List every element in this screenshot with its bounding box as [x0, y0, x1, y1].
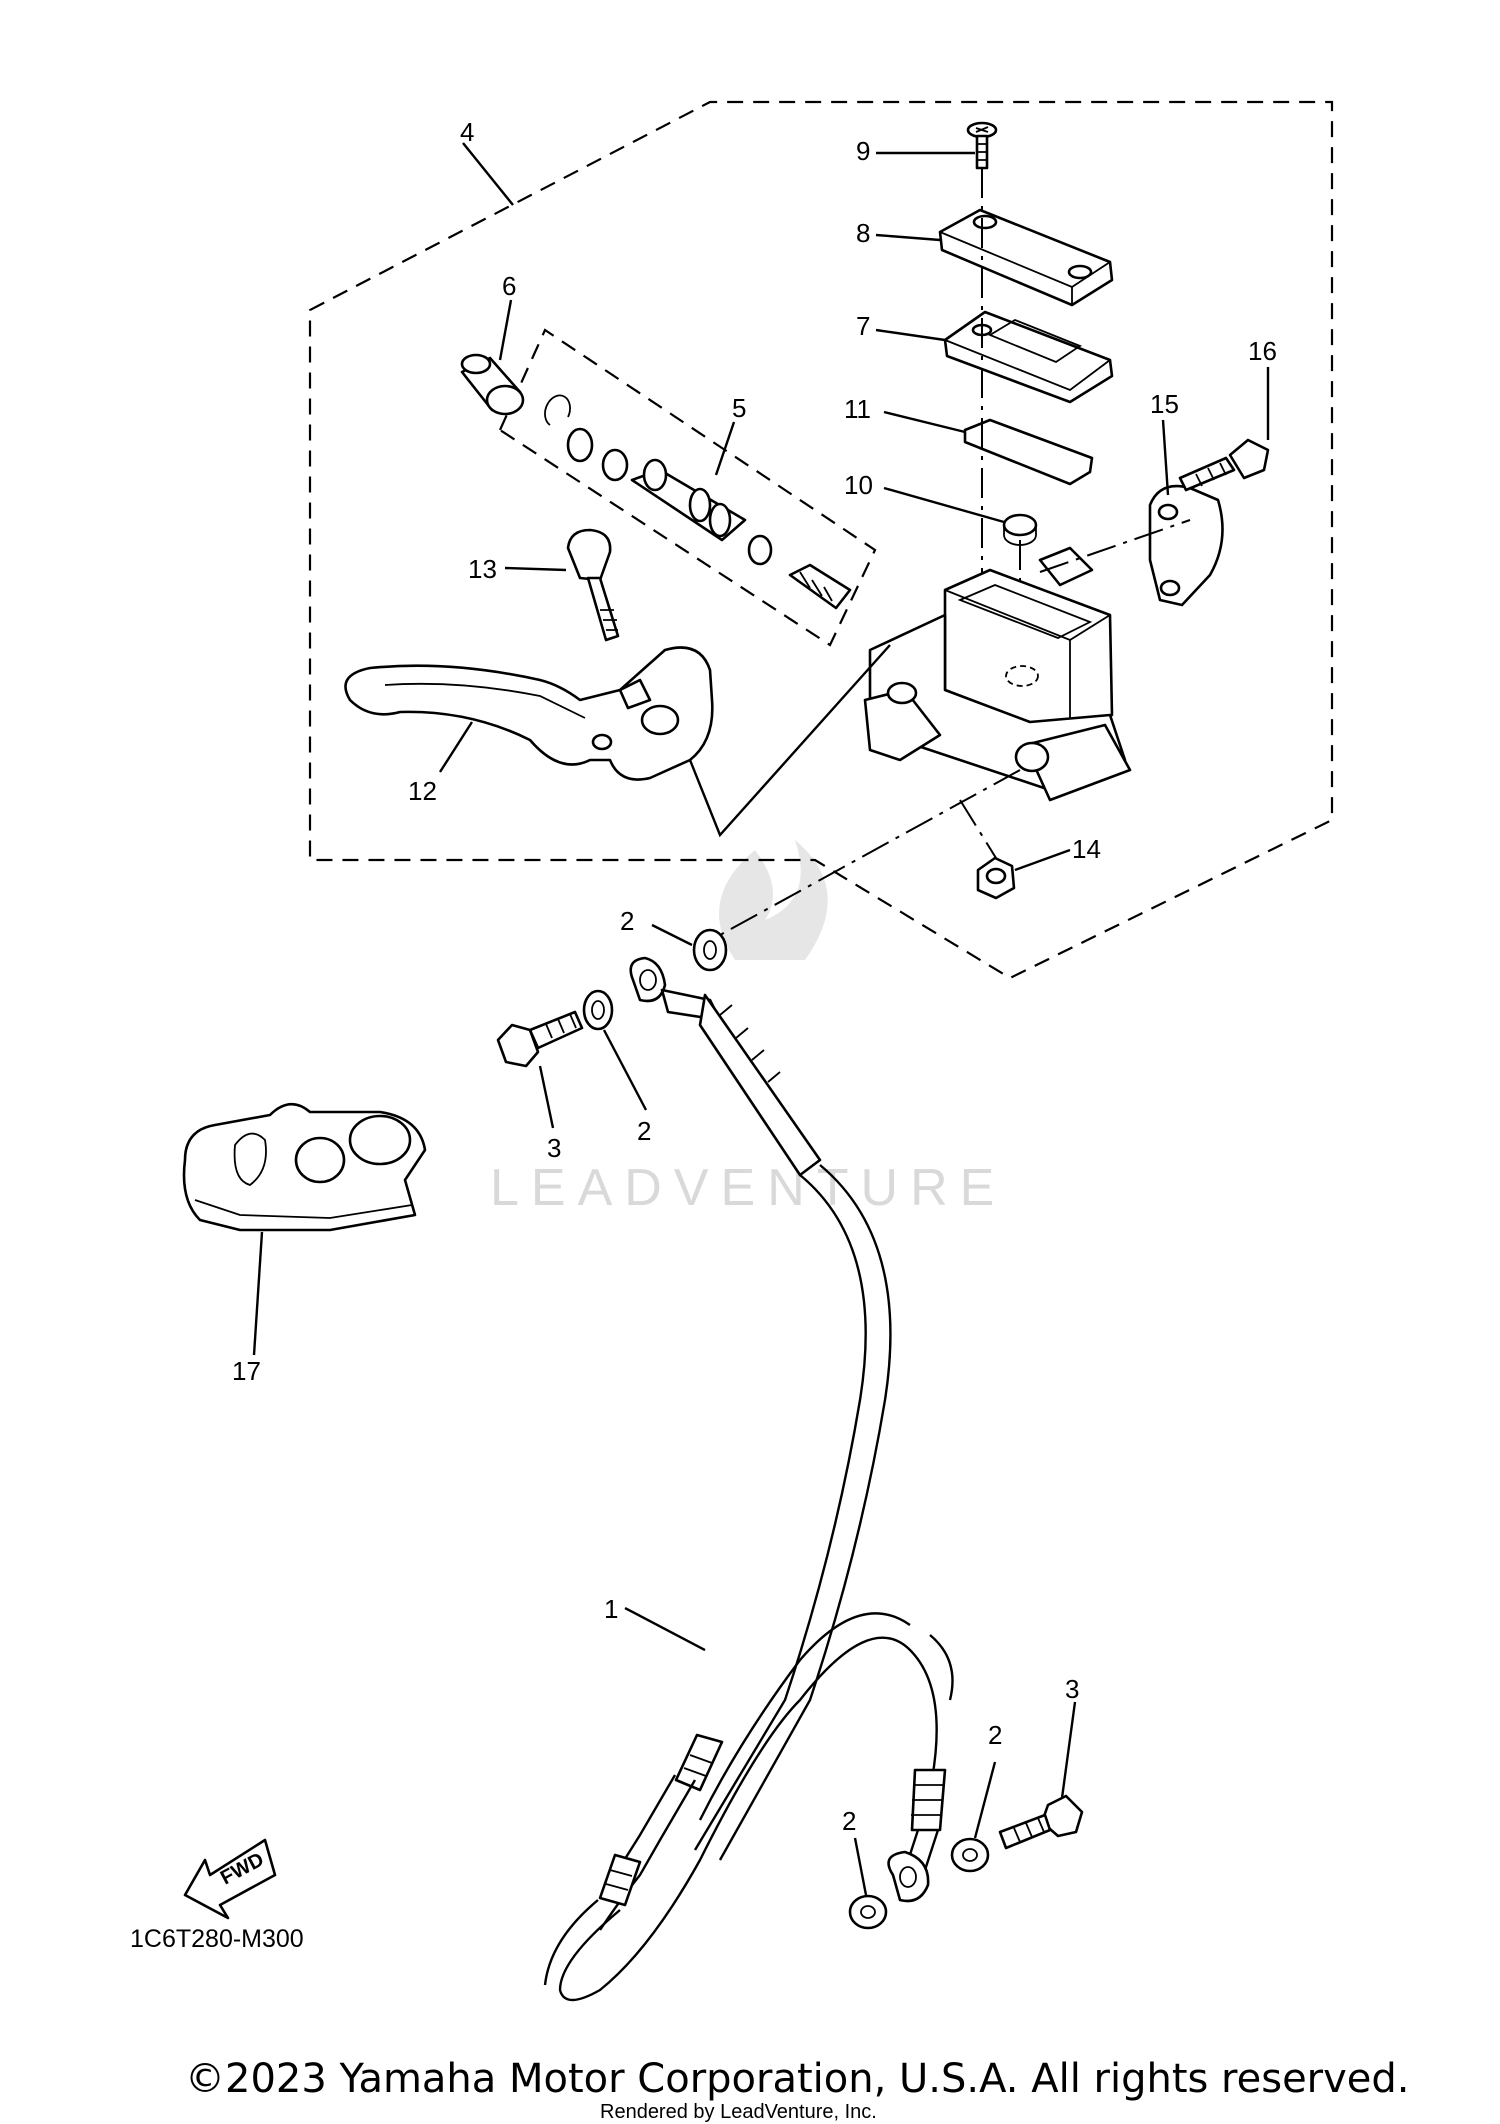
reservoir-cap [938, 208, 1114, 307]
gasket [963, 418, 1094, 486]
callout-8: 8 [856, 218, 870, 248]
callouts: 4 9 8 7 11 10 16 15 6 5 13 12 14 2 2 3 1… [232, 117, 1277, 1836]
callout-16: 16 [1248, 336, 1277, 366]
bushing-part-6 [460, 353, 525, 416]
copyright-notice: ©2023 Yamaha Motor Corporation, U.S.A. A… [185, 2056, 1410, 2102]
washer-lower-a [950, 1837, 990, 1873]
banjo-bolt-upper [496, 1010, 584, 1068]
watermark: LEADVENTURE [490, 840, 1006, 1217]
diagram-code: 1C6T280-M300 [130, 1925, 304, 1953]
callout-4: 4 [460, 117, 474, 147]
cover-part-17 [182, 1102, 427, 1232]
callout-1: 1 [604, 1594, 618, 1624]
banjo-bolt-lower [998, 1794, 1084, 1850]
callout-17: 17 [232, 1356, 261, 1386]
callout-7: 7 [856, 311, 870, 341]
callout-10: 10 [844, 470, 873, 500]
bolt-part-16 [1178, 438, 1270, 492]
rendered-by-notice: Rendered by LeadVenture, Inc. [600, 2101, 877, 2123]
lever-part-12 [344, 646, 714, 781]
callout-3-upper: 3 [547, 1133, 561, 1163]
assembly-boundary [308, 100, 1334, 980]
piston-kit-boundary [498, 328, 877, 647]
callout-2-upper-b: 2 [637, 1116, 651, 1146]
callout-14: 14 [1072, 834, 1101, 864]
callout-2-lower-b: 2 [842, 1806, 856, 1836]
screw-part-9 [966, 121, 998, 170]
brake-hose-part-1 [543, 956, 954, 2002]
callout-2-lower-a: 2 [988, 1720, 1002, 1750]
washer-lower-b [848, 1894, 888, 1930]
callout-12: 12 [408, 776, 437, 806]
callout-6: 6 [502, 271, 516, 301]
callout-9: 9 [856, 136, 870, 166]
master-cylinder-body [863, 546, 1132, 802]
callout-2-upper-a: 2 [620, 906, 634, 936]
piston-kit-part-5 [544, 394, 852, 610]
callout-11: 11 [844, 394, 871, 424]
callout-3-lower: 3 [1065, 1674, 1079, 1704]
washer-upper-a [692, 928, 728, 972]
fwd-arrow: FWD [183, 1838, 277, 1920]
callout-13: 13 [468, 554, 497, 584]
washer-upper-b [582, 989, 614, 1031]
leader-lines [252, 142, 1270, 1896]
callout-5: 5 [732, 393, 746, 423]
watermark-text: LEADVENTURE [490, 1159, 1006, 1217]
clamp-part-15 [1148, 484, 1224, 607]
callout-15: 15 [1150, 389, 1179, 419]
nut-part-14 [976, 856, 1016, 900]
pivot-bolt-part-13 [566, 528, 620, 642]
